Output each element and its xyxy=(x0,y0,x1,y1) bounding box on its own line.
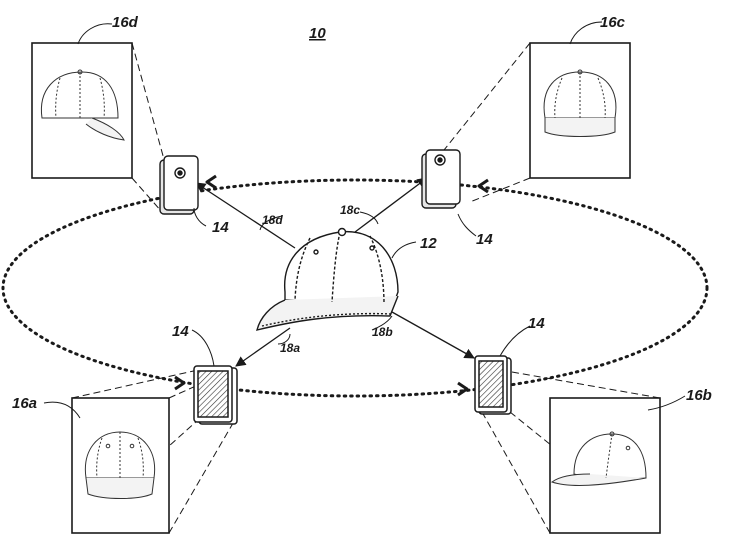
view-panel-16c xyxy=(529,42,631,179)
capture-line-18d xyxy=(195,182,296,249)
capture-line-18b xyxy=(391,311,475,359)
orbit-direction-arrows xyxy=(174,174,489,397)
label-18c: 18c xyxy=(340,203,360,217)
chevron-icon xyxy=(477,178,489,194)
label-16a: 16a xyxy=(12,395,37,412)
view-panel-16b xyxy=(549,397,661,534)
label-16b: 16b xyxy=(686,387,712,404)
device-top-right xyxy=(421,149,461,209)
label-14-top-left: 14 xyxy=(212,219,229,236)
label-18d: 18d xyxy=(262,213,283,227)
leader-lines xyxy=(43,21,686,419)
capture-lines xyxy=(195,177,475,367)
label-18a: 18a xyxy=(280,341,300,355)
label-18b: 18b xyxy=(372,325,393,339)
device-bottom-left xyxy=(193,365,238,425)
chevron-icon xyxy=(457,381,469,397)
chevron-icon xyxy=(174,375,186,391)
view-panel-16d xyxy=(31,42,133,179)
capture-line-18a xyxy=(235,327,291,367)
label-14-top-right: 14 xyxy=(476,231,493,248)
label-14-bottom-right: 14 xyxy=(528,315,545,332)
label-16d: 16d xyxy=(112,14,139,31)
figure-number: 10 xyxy=(309,25,326,42)
device-top-left xyxy=(159,155,199,215)
cap-object xyxy=(256,227,399,331)
label-16c: 16c xyxy=(600,14,626,31)
device-bottom-right xyxy=(474,355,512,415)
capture-line-18c xyxy=(354,177,428,233)
label-12: 12 xyxy=(420,235,437,252)
chevron-icon xyxy=(205,174,217,190)
orbit-path xyxy=(1,178,709,398)
view-panel-16a xyxy=(71,397,170,534)
label-14-bottom-left: 14 xyxy=(172,323,189,340)
